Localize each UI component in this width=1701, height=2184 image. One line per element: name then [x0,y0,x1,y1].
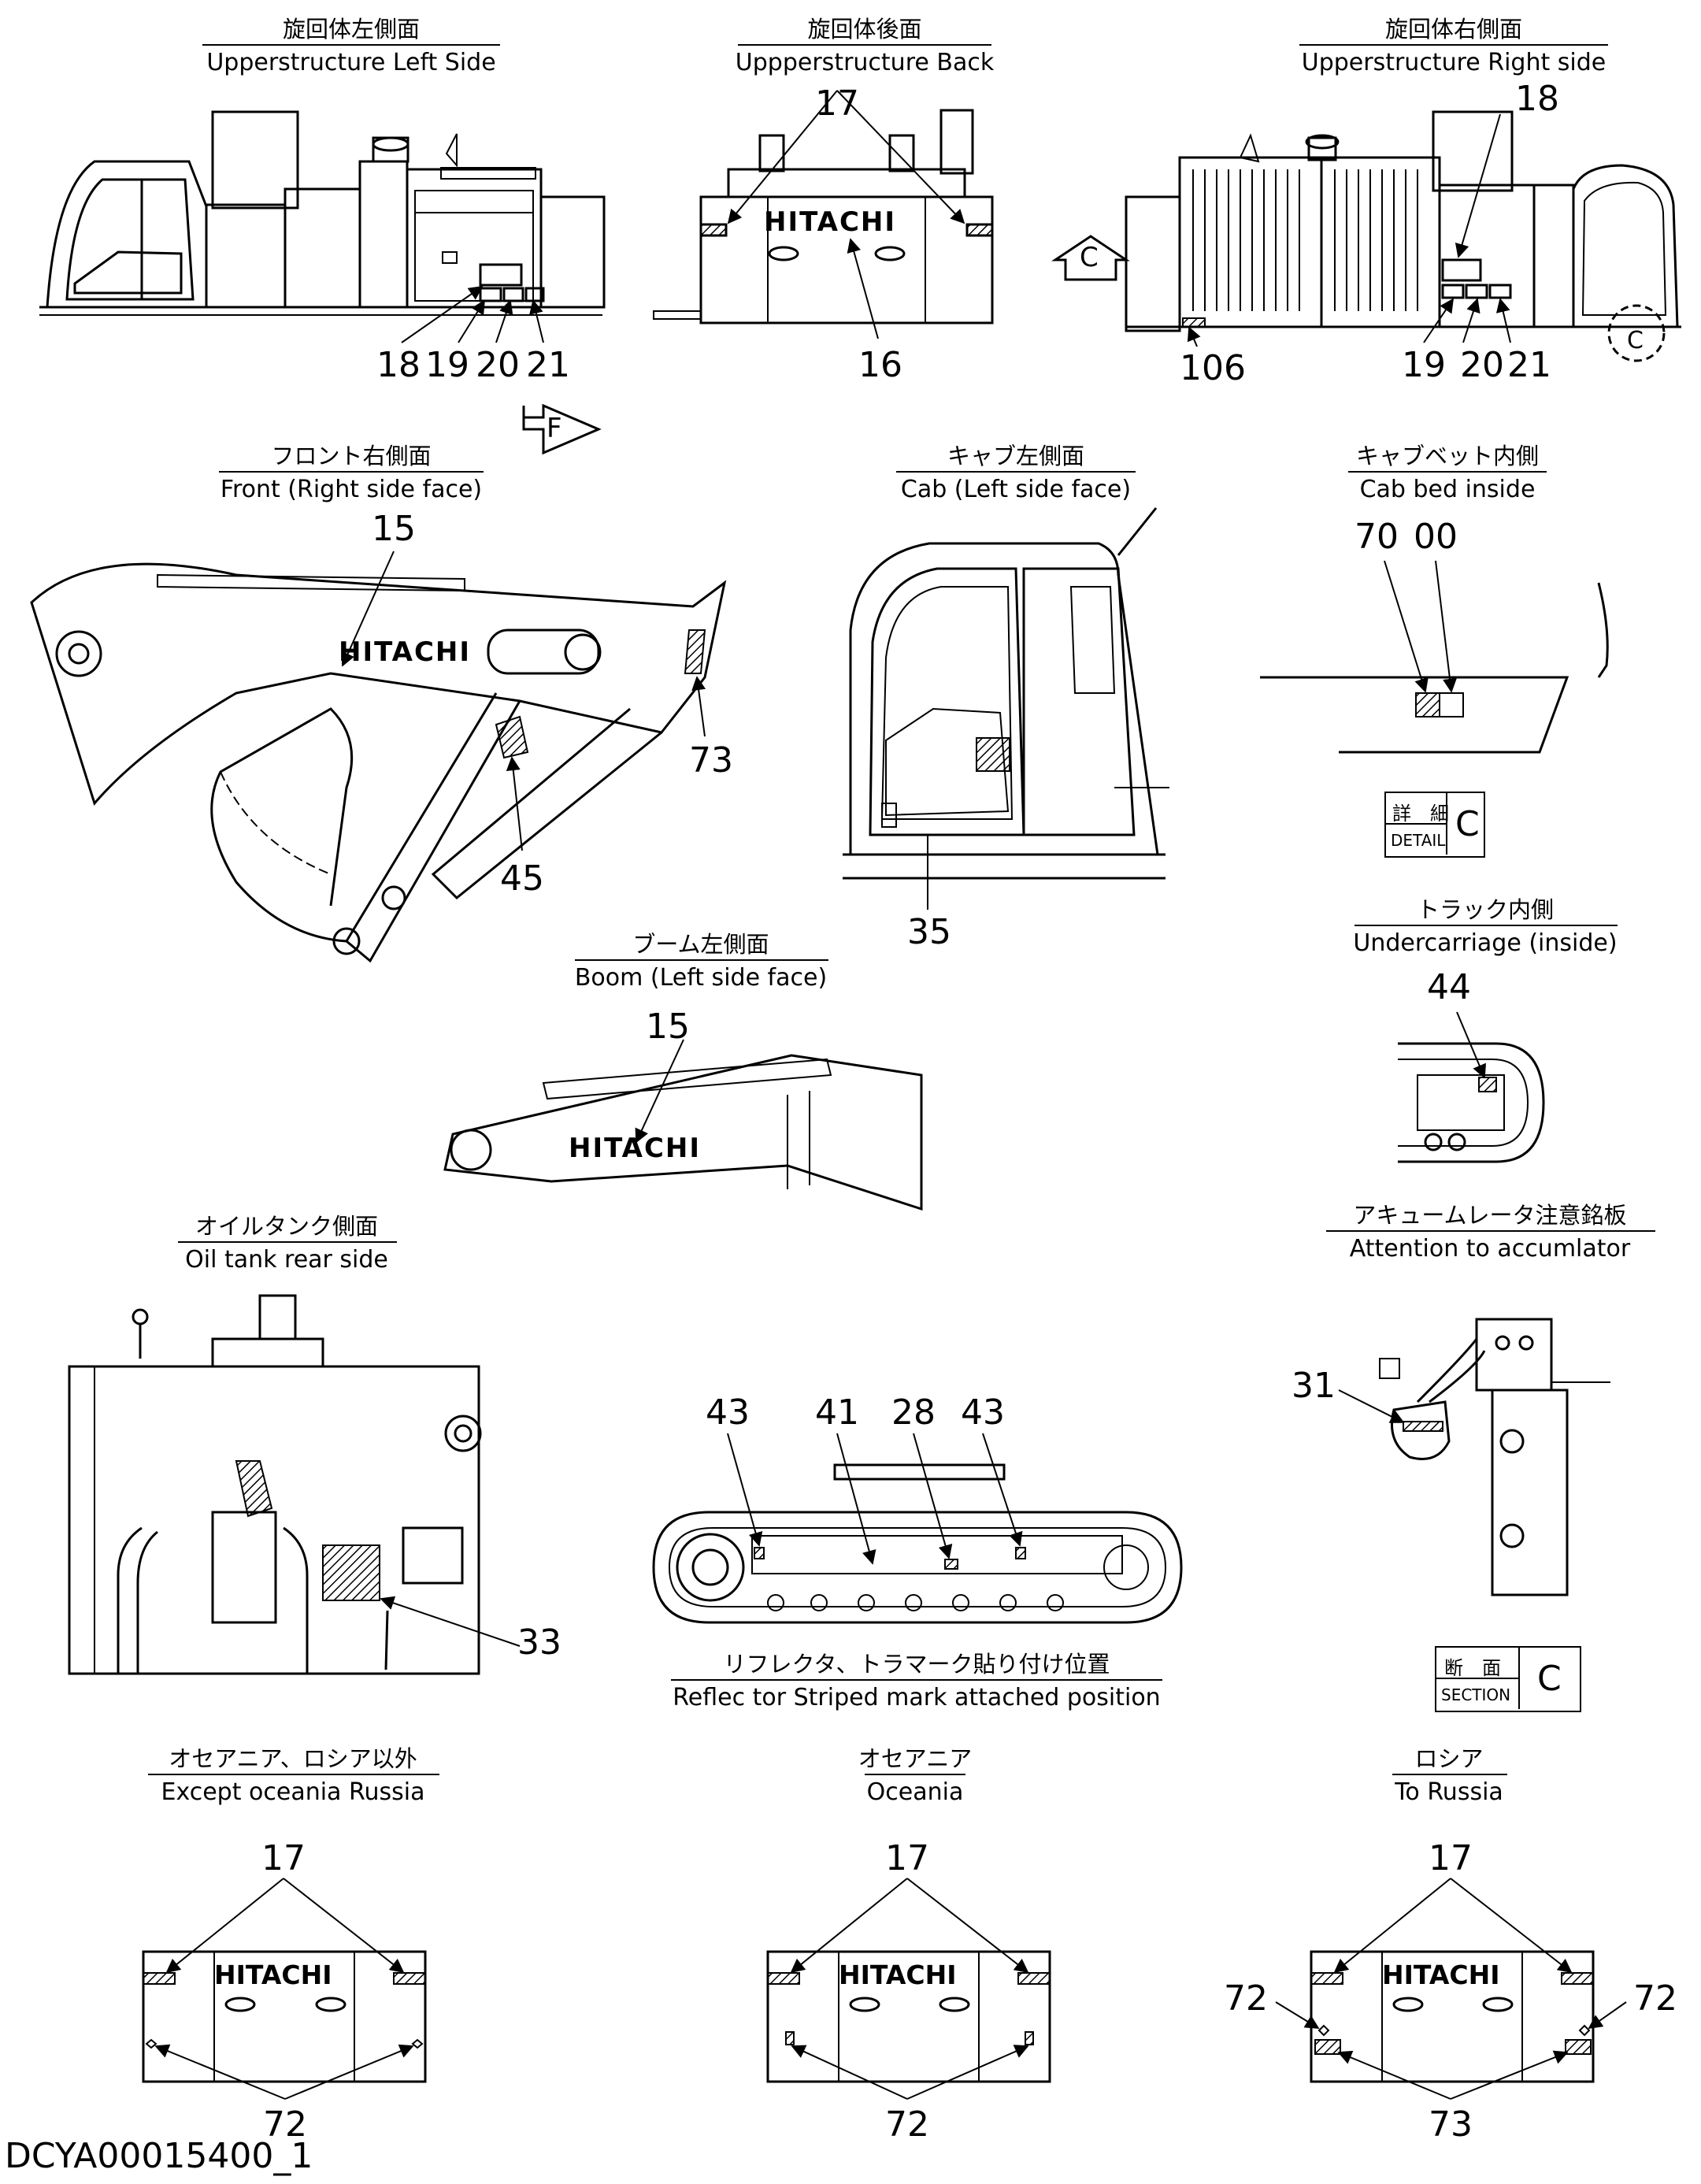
counterweight-oceania [766,1878,1051,2100]
view-title-jp: キャブベット内側 [1355,443,1540,469]
front-direction-arrow [522,403,602,455]
view-title-jp: トラック内側 [1416,896,1555,923]
view-title-jp: オセアニア、ロシア以外 [169,1745,417,1772]
detail-box-en: DETAIL [1391,831,1446,850]
callout-number: 20 [1460,345,1504,385]
callout-number: 18 [376,345,421,385]
callout-number: 21 [526,345,570,385]
front-right-side-drawing [30,551,727,963]
counterweight-russia [1275,1878,1627,2100]
view-title-en: Upperstructure Left Side [206,49,496,76]
oil-tank-rear-side-drawing [68,1294,521,1675]
cab-left-side-drawing [843,507,1169,910]
detail-c-box: 詳 細 DETAIL C [1384,792,1485,858]
callout-number: 43 [961,1392,1005,1433]
callout-number: 16 [858,345,902,385]
view-title-jp: オイルタンク側面 [195,1213,379,1240]
detail-box-jp: 詳 細 [1392,803,1449,825]
callout-number: 17 [815,83,859,124]
callout-number: 33 [517,1622,561,1663]
upperstructure-back-drawing [653,90,994,339]
callout-number: 17 [1429,1838,1473,1878]
callout-number: 73 [1429,2104,1473,2145]
callout-number: 28 [891,1392,936,1433]
view-title-en: Attention to accumlator [1349,1235,1631,1263]
callout-number: 31 [1292,1366,1336,1406]
reflector-track-drawing [652,1433,1183,1624]
view-title-en: Uppperstructure Back [735,49,995,76]
view-title-en: Upperstructure Right side [1301,49,1606,76]
callout-number: 15 [372,509,416,549]
callout-number: 21 [1507,345,1551,385]
view-title-en: To Russia [1395,1778,1503,1806]
accumulator-drawing [1338,1318,1610,1596]
front-arrow-label: F [547,413,562,444]
callout-number: 45 [500,858,544,899]
callout-number: 19 [425,345,469,385]
undercarriage-inside-drawing [1398,1011,1545,1163]
section-c-box: 断 面 SECTION C [1435,1646,1581,1712]
view-title-jp: 旋回体左側面 [282,16,421,43]
circle-c-label: C [1627,327,1644,354]
view-title-en: Except oceania Russia [161,1778,425,1806]
callout-number: 43 [706,1392,750,1433]
callout-number: 20 [476,345,520,385]
view-title-jp: オセアニア [858,1745,973,1772]
hitachi-logo-back: HITACHI [764,206,897,238]
hitachi-logo-boom: HITACHI [569,1133,702,1164]
section-box-jp: 断 面 [1444,1657,1501,1679]
view-title-jp: ロシア [1414,1745,1484,1772]
view-title-en: Oceania [866,1778,964,1806]
callout-number: 35 [907,912,951,952]
callout-number: 72 [885,2104,929,2145]
hitachi-logo-front: HITACHI [339,636,472,668]
callout-number: 15 [646,1007,690,1047]
callout-number: 72 [1224,1978,1268,2019]
view-c-arrow-label: C [1080,242,1099,273]
counterweight-except-oceania-russia [142,1878,427,2100]
cab-bed-inside-drawing [1260,560,1609,754]
view-title-jp: アキュームレータ注意銘板 [1353,1202,1627,1229]
callout-number: 17 [261,1838,306,1878]
callout-number: 106 [1180,348,1246,388]
callout-number: 72 [263,2104,307,2145]
view-title-jp: 旋回体後面 [807,16,922,43]
detail-box-letter: C [1455,804,1480,844]
section-box-letter: C [1537,1659,1562,1699]
view-title-en: Undercarriage (inside) [1353,929,1618,957]
hitachi-logo-cw-oceania: HITACHI [839,1960,957,1990]
view-title-en: Reflec tor Striped mark attached positio… [673,1684,1161,1711]
callout-number: 73 [689,740,733,781]
callout-number: 70 [1354,517,1399,557]
view-title-jp: リフレクタ、トラマーク貼り付け位置 [723,1651,1110,1678]
hitachi-logo-cw-except: HITACHI [214,1960,332,1990]
view-title-en: Cab bed inside [1359,476,1536,503]
section-box-en: SECTION [1441,1685,1511,1704]
callout-number: 41 [815,1392,859,1433]
document-id: DCYA00015400_1 [5,2136,313,2176]
upperstructure-left-side-drawing [39,110,606,343]
view-title-jp: ブーム左側面 [632,931,769,958]
callout-number: 72 [1633,1978,1677,2019]
view-title-jp: フロント右側面 [271,443,432,469]
hitachi-logo-cw-russia: HITACHI [1382,1960,1500,1990]
boom-left-side-drawing [443,1039,923,1211]
view-title-en: Front (Right side face) [220,476,483,503]
view-title-jp: キャブ左側面 [947,443,1085,469]
callout-number: 17 [885,1838,929,1878]
view-title-jp: 旋回体右側面 [1384,16,1523,43]
callout-number: 00 [1414,517,1458,557]
callout-number: 19 [1402,345,1446,385]
callout-number: 44 [1427,967,1471,1007]
view-title-en: Boom (Left side face) [574,964,828,992]
view-title-en: Oil tank rear side [185,1246,388,1274]
callout-number: 18 [1515,79,1559,119]
view-title-en: Cab (Left side face) [900,476,1132,503]
upperstructure-right-side-drawing [1051,110,1681,362]
